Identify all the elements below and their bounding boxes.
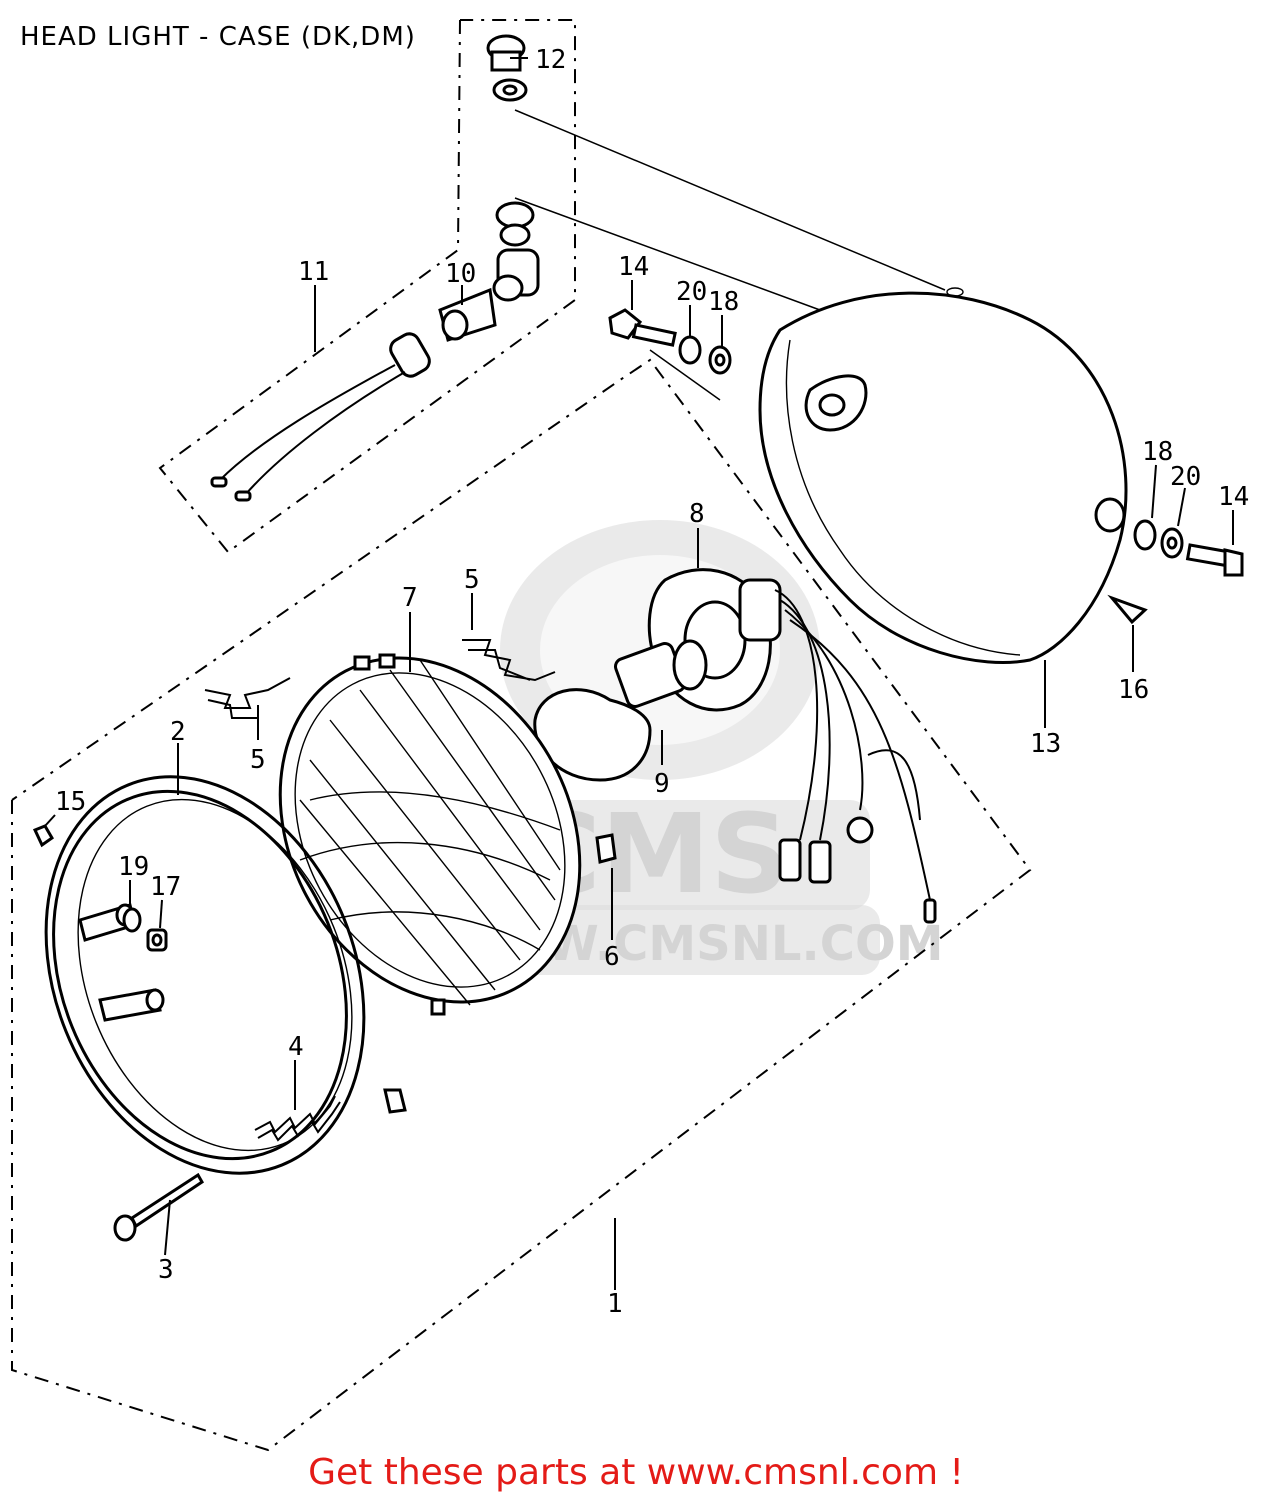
callout-18a: 18 xyxy=(708,287,739,317)
part-11-pilot-lamp-wires xyxy=(210,332,431,502)
callout-20b: 20 xyxy=(1170,462,1201,492)
part-9-bulb xyxy=(533,639,708,782)
part-19-washer xyxy=(122,907,142,933)
part-6-clip xyxy=(595,833,617,864)
part-20-washer-right xyxy=(1160,527,1184,559)
callout-13: 13 xyxy=(1030,729,1061,759)
callout-17: 17 xyxy=(150,872,181,902)
callout-12: 12 xyxy=(535,45,566,75)
part-16-screw xyxy=(1107,594,1148,625)
part-3-adjusting-screw xyxy=(113,1172,204,1242)
footer-promo-link[interactable]: Get these parts at www.cmsnl.com ! xyxy=(308,1452,964,1493)
callout-18b: 18 xyxy=(1142,437,1173,467)
callout-3: 3 xyxy=(158,1255,174,1285)
callout-5b: 5 xyxy=(464,565,480,595)
callout-15: 15 xyxy=(55,787,86,817)
part-5-spring-left xyxy=(204,677,291,719)
callout-labels: 12 11 10 14 20 18 8 7 5 5 2 9 6 13 16 18… xyxy=(55,45,1249,1319)
callout-4: 4 xyxy=(288,1032,304,1062)
part-2-rim xyxy=(44,775,407,1175)
part-18-washer-right xyxy=(1133,519,1157,551)
part-15-screw xyxy=(32,824,54,848)
part-4-adjusting-spring xyxy=(254,1095,341,1142)
callout-6: 6 xyxy=(604,942,620,972)
part-12-grommet xyxy=(486,34,528,102)
diagram-title: HEAD LIGHT - CASE (DK,DM) xyxy=(20,22,416,52)
part-17-nut xyxy=(146,928,168,952)
callout-11: 11 xyxy=(298,257,329,287)
callout-10: 10 xyxy=(445,259,476,289)
part-7-sealed-beam xyxy=(278,653,582,1016)
part-20-washer-left xyxy=(678,335,702,365)
part-14-screw-right xyxy=(1185,543,1244,577)
callout-leaders xyxy=(44,57,1234,1290)
group-boundaries xyxy=(11,19,1032,1452)
callout-20a: 20 xyxy=(676,277,707,307)
callout-7: 7 xyxy=(402,583,418,613)
callout-19: 19 xyxy=(118,852,149,882)
part-5-spring-right xyxy=(462,639,556,682)
callout-9: 9 xyxy=(654,769,670,799)
callout-2: 2 xyxy=(170,717,186,747)
part-14-screw-left xyxy=(608,308,677,347)
callout-14b: 14 xyxy=(1218,482,1249,512)
callout-5a: 5 xyxy=(250,745,266,775)
callout-8: 8 xyxy=(689,499,705,529)
callout-1: 1 xyxy=(607,1289,623,1319)
part-10-bulb-socket xyxy=(438,201,540,342)
part-18-washer-left xyxy=(708,345,732,375)
callout-14a: 14 xyxy=(618,252,649,282)
part-13-headlight-case xyxy=(758,287,1128,664)
assembly-lines xyxy=(514,109,946,401)
callout-16: 16 xyxy=(1118,675,1149,705)
